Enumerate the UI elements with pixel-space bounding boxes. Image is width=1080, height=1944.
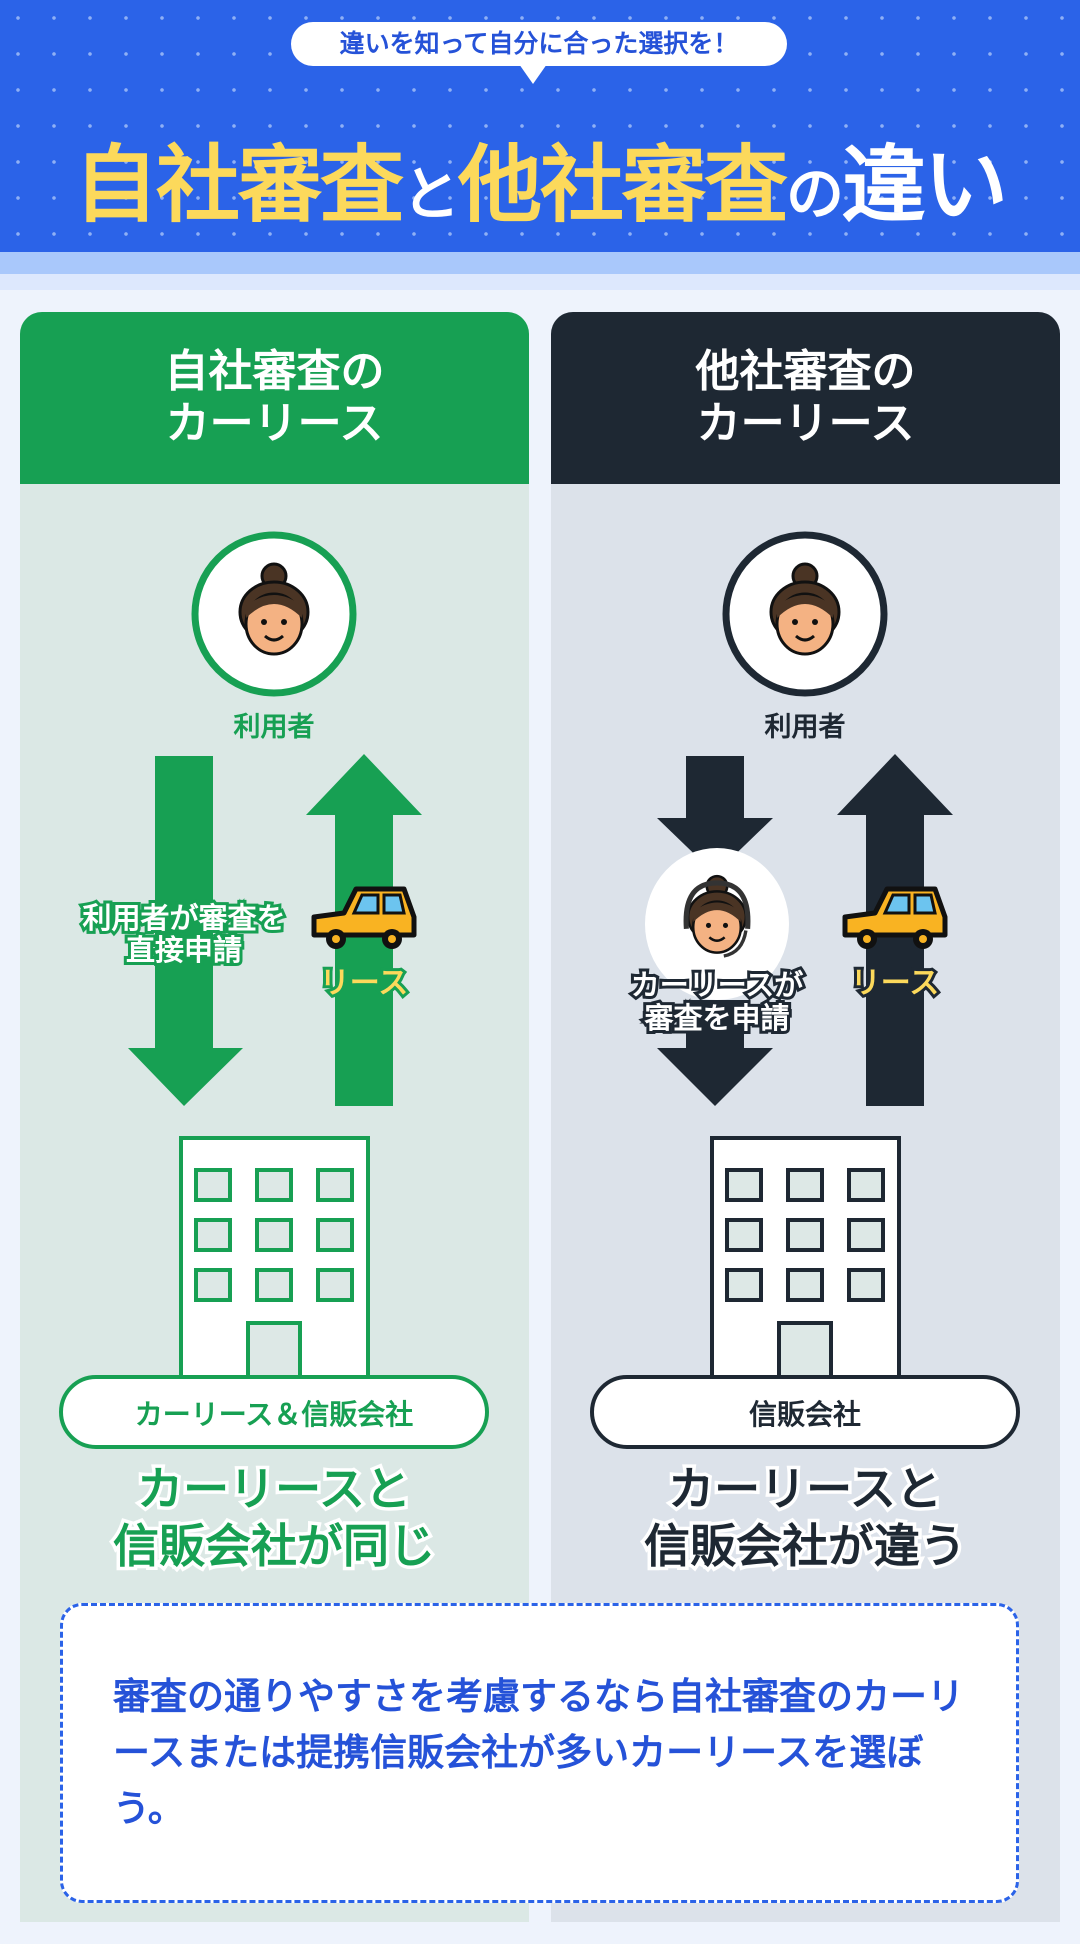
company-label: カーリース＆信販会社 (135, 1398, 414, 1431)
summary-note: 審査の通りやすさを考慮するなら自社審査のカーリースまたは提携信販会社が多いカーリ… (60, 1603, 1019, 1903)
user-label: 利用者 (765, 712, 846, 743)
lease-label: リース (320, 966, 409, 1001)
divider (0, 252, 1080, 274)
conclusion: 信販会社が違う (644, 1519, 966, 1573)
page-title: 自社審査と他社審査の違い (0, 118, 1080, 239)
card-heading: 自社審査の カーリース (20, 312, 529, 484)
title-part: と (401, 160, 460, 228)
title-part: 違い (842, 136, 1008, 234)
title-part: 他社審査 (457, 136, 788, 234)
arrow-down-icon (128, 756, 243, 1106)
left-diagram: 利用者 利用者が審査を 直接申請 リース カーリース＆信販会社 カーリースと 信… (59, 531, 489, 1577)
company-pill (590, 1375, 1020, 1449)
speech-bubble: 違いを知って自分に合った選択を！ (291, 22, 787, 84)
right-diagram: 利用者 カーリースが 審査を申請 リース 信販会社 カーリースと 信販会社が違う (590, 531, 1020, 1577)
company-label: 信販会社 (749, 1398, 861, 1431)
arrow-label: カーリースが (631, 968, 804, 1002)
card-heading: 他社審査の カーリース (551, 312, 1060, 484)
summary-text: 審査の通りやすさを考慮するなら自社審査のカーリースまたは提携信販会社が多いカーリ… (113, 1675, 964, 1830)
lease-label: リース (851, 966, 940, 1001)
building-icon (710, 1136, 901, 1380)
title-part: 自社審査 (73, 136, 404, 234)
building-icon (179, 1136, 370, 1380)
arrow-down-icon (657, 1000, 773, 1106)
arrow-down-icon (657, 756, 773, 874)
arrow-label: 直接申請 (126, 933, 242, 967)
operator-icon (683, 874, 751, 958)
arrow-label: 利用者が審査を (82, 901, 285, 935)
user-label: 利用者 (234, 712, 315, 743)
conclusion: 信販会社が同じ (113, 1519, 435, 1573)
conclusion: カーリースと (137, 1462, 411, 1516)
arrow-label: 審査を申請 (643, 1001, 789, 1035)
conclusion: カーリースと (668, 1462, 942, 1516)
company-pill (59, 1375, 489, 1449)
divider (0, 274, 1080, 290)
title-part: の (786, 160, 844, 228)
